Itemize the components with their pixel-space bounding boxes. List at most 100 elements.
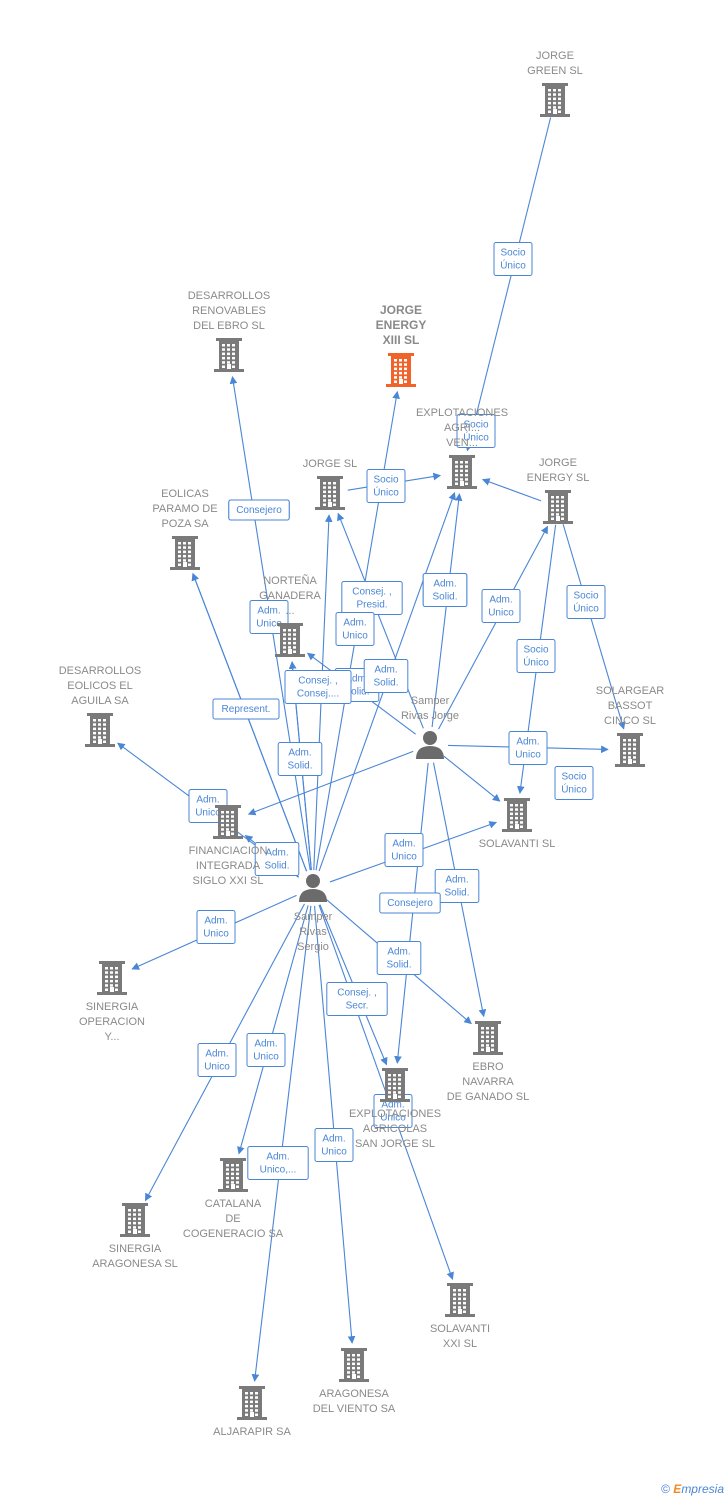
edge-label-text: Adm. (254, 1039, 277, 1050)
node-label: SINERGIA (109, 1243, 162, 1255)
edge-label-samper_sergio-to-jorge_energy_xiii[interactable]: Consej. ,Presid. (341, 581, 403, 615)
edge-label-samper_sergio-to-eolicas_paramo[interactable]: Represent. (212, 698, 280, 720)
building-icon[interactable] (213, 805, 243, 839)
edge-label-text: Único (373, 486, 399, 499)
footer-brand[interactable]: © Empresia (661, 1482, 724, 1496)
edge-label-samper_sergio-to-solavanti[interactable]: Adm.Unico (384, 833, 424, 867)
building-icon[interactable] (615, 733, 645, 767)
edge-label-samper_sergio-to-nortena[interactable]: Adm. Solid. (277, 742, 323, 776)
node-label: ENERGY SL (527, 472, 590, 484)
edge-label-samper_sergio-to-sinergia_operacion[interactable]: Adm.Unico (196, 910, 236, 944)
edge-label-samper_jorge-to-financiacion[interactable]: Adm.Solid. (363, 659, 409, 693)
edge-label-samper_jorge-to-explotaciones_ven[interactable]: Adm.Solid. (422, 573, 468, 607)
building-icon[interactable] (315, 476, 345, 510)
edge-label-text: Adm. (433, 579, 456, 590)
node-explotaciones_ven[interactable]: EXPLOTACIONESAGRI...VEN... (416, 407, 508, 489)
building-icon[interactable] (275, 623, 305, 657)
node-label: POZA SA (161, 518, 209, 530)
edge-label-samper_sergio-to-aljarapir[interactable]: Adm.Unico,... (247, 1146, 309, 1180)
building-icon[interactable] (386, 353, 416, 387)
person-icon[interactable] (299, 874, 327, 902)
building-icon[interactable] (380, 1068, 410, 1102)
node-label: DESARROLLOS (188, 290, 271, 302)
edge-label-text: Adm. (322, 1134, 345, 1145)
edge-label-text: Solid. (344, 687, 369, 698)
node-label: Rivas Jorge (401, 710, 459, 722)
edge-label-samper_sergio-to-solavanti_xxi[interactable]: Adm.Unico (373, 1094, 413, 1128)
person-icon[interactable] (416, 731, 444, 759)
edge-label-text: Único (500, 259, 526, 272)
building-icon[interactable] (170, 536, 200, 570)
building-icon[interactable] (97, 961, 127, 995)
edge-label-samper_sergio-to-explotaciones_san_jorge[interactable]: Consej. ,Secr. (326, 982, 388, 1016)
node-label: GREEN SL (527, 65, 583, 77)
node-jorge_sl[interactable]: JORGE SL (303, 458, 357, 510)
node-sinergia_operacion[interactable]: SINERGIAOPERACIONY... (79, 961, 145, 1043)
node-label: Rivas (299, 926, 327, 938)
edge-label-samper_sergio-to-eolicas_paramo[interactable]: Consejero (228, 499, 290, 521)
building-icon[interactable] (473, 1021, 503, 1055)
edge-label-samper_sergio-to-sinergia_aragonesa[interactable]: Adm.Unico (197, 1043, 237, 1077)
edge-label-samper_jorge-to-jorge_energy_sl[interactable]: Adm.Unico (481, 589, 521, 623)
building-icon[interactable] (543, 490, 573, 524)
building-icon[interactable] (237, 1386, 267, 1420)
edge-label-text: Socio (500, 248, 525, 259)
node-label: EBRO (472, 1061, 504, 1073)
edge-label-samper_jorge-to-solavanti[interactable]: Adm.Unico (508, 731, 548, 765)
building-icon[interactable] (339, 1348, 369, 1382)
edge-label-text: Adm. (387, 947, 410, 958)
node-aljarapir[interactable]: ALJARAPIR SA (213, 1386, 291, 1438)
node-label: EXPLOTACIONES (416, 407, 508, 419)
building-icon[interactable] (502, 798, 532, 832)
node-label: DEL EBRO SL (193, 320, 265, 332)
edge-samper_jorge-to-explotaciones_ven (431, 493, 463, 728)
edge-label-samper_sergio-to-catalana[interactable]: Adm.Unico (246, 1033, 286, 1067)
edge-label-samper_sergio-to-financiacion[interactable]: Adm.Solid. (254, 842, 300, 876)
building-icon[interactable] (218, 1158, 248, 1192)
building-icon[interactable] (214, 338, 244, 372)
node-label: SINERGIA (86, 1001, 139, 1013)
edge-label-samper_jorge-to-explotaciones_san_jorge[interactable]: Consejero (379, 892, 441, 914)
node-label: COGENERACIO SA (183, 1228, 284, 1240)
edge-label-samper_sergio-to-aragonesa_viento[interactable]: Adm.Unico (314, 1128, 354, 1162)
edge-label-samper_jorge-to-ebro_navarra[interactable]: Adm.Solid. (434, 869, 480, 903)
edge-label-text: Solid. (373, 678, 398, 689)
edge-label-samper_jorge-to-nortena[interactable]: Consej. ,Consej.... (284, 670, 352, 704)
edge-label-text: Unico (203, 929, 229, 940)
building-icon[interactable] (120, 1203, 150, 1237)
node-nortena[interactable]: NORTEÑAGANADERA... (259, 574, 322, 657)
building-icon[interactable] (85, 713, 115, 747)
edge-label-text: Adm. (288, 748, 311, 759)
building-icon[interactable] (447, 455, 477, 489)
edge-label-text: Solid. (287, 761, 312, 772)
building-icon[interactable] (540, 83, 570, 117)
edge-jorge_energy_sl-to-solargear (562, 524, 626, 730)
edge-label-samper_sergio-to-ebro_navarra[interactable]: Adm.Solid. (376, 941, 422, 975)
edge-label-samper_sergio-to-jorge_sl[interactable]: Adm.Unico (335, 612, 375, 646)
node-solavanti[interactable]: SOLAVANTI SL (479, 798, 556, 850)
building-icon[interactable] (445, 1283, 475, 1317)
node-label: SOLAVANTI SL (479, 838, 556, 850)
